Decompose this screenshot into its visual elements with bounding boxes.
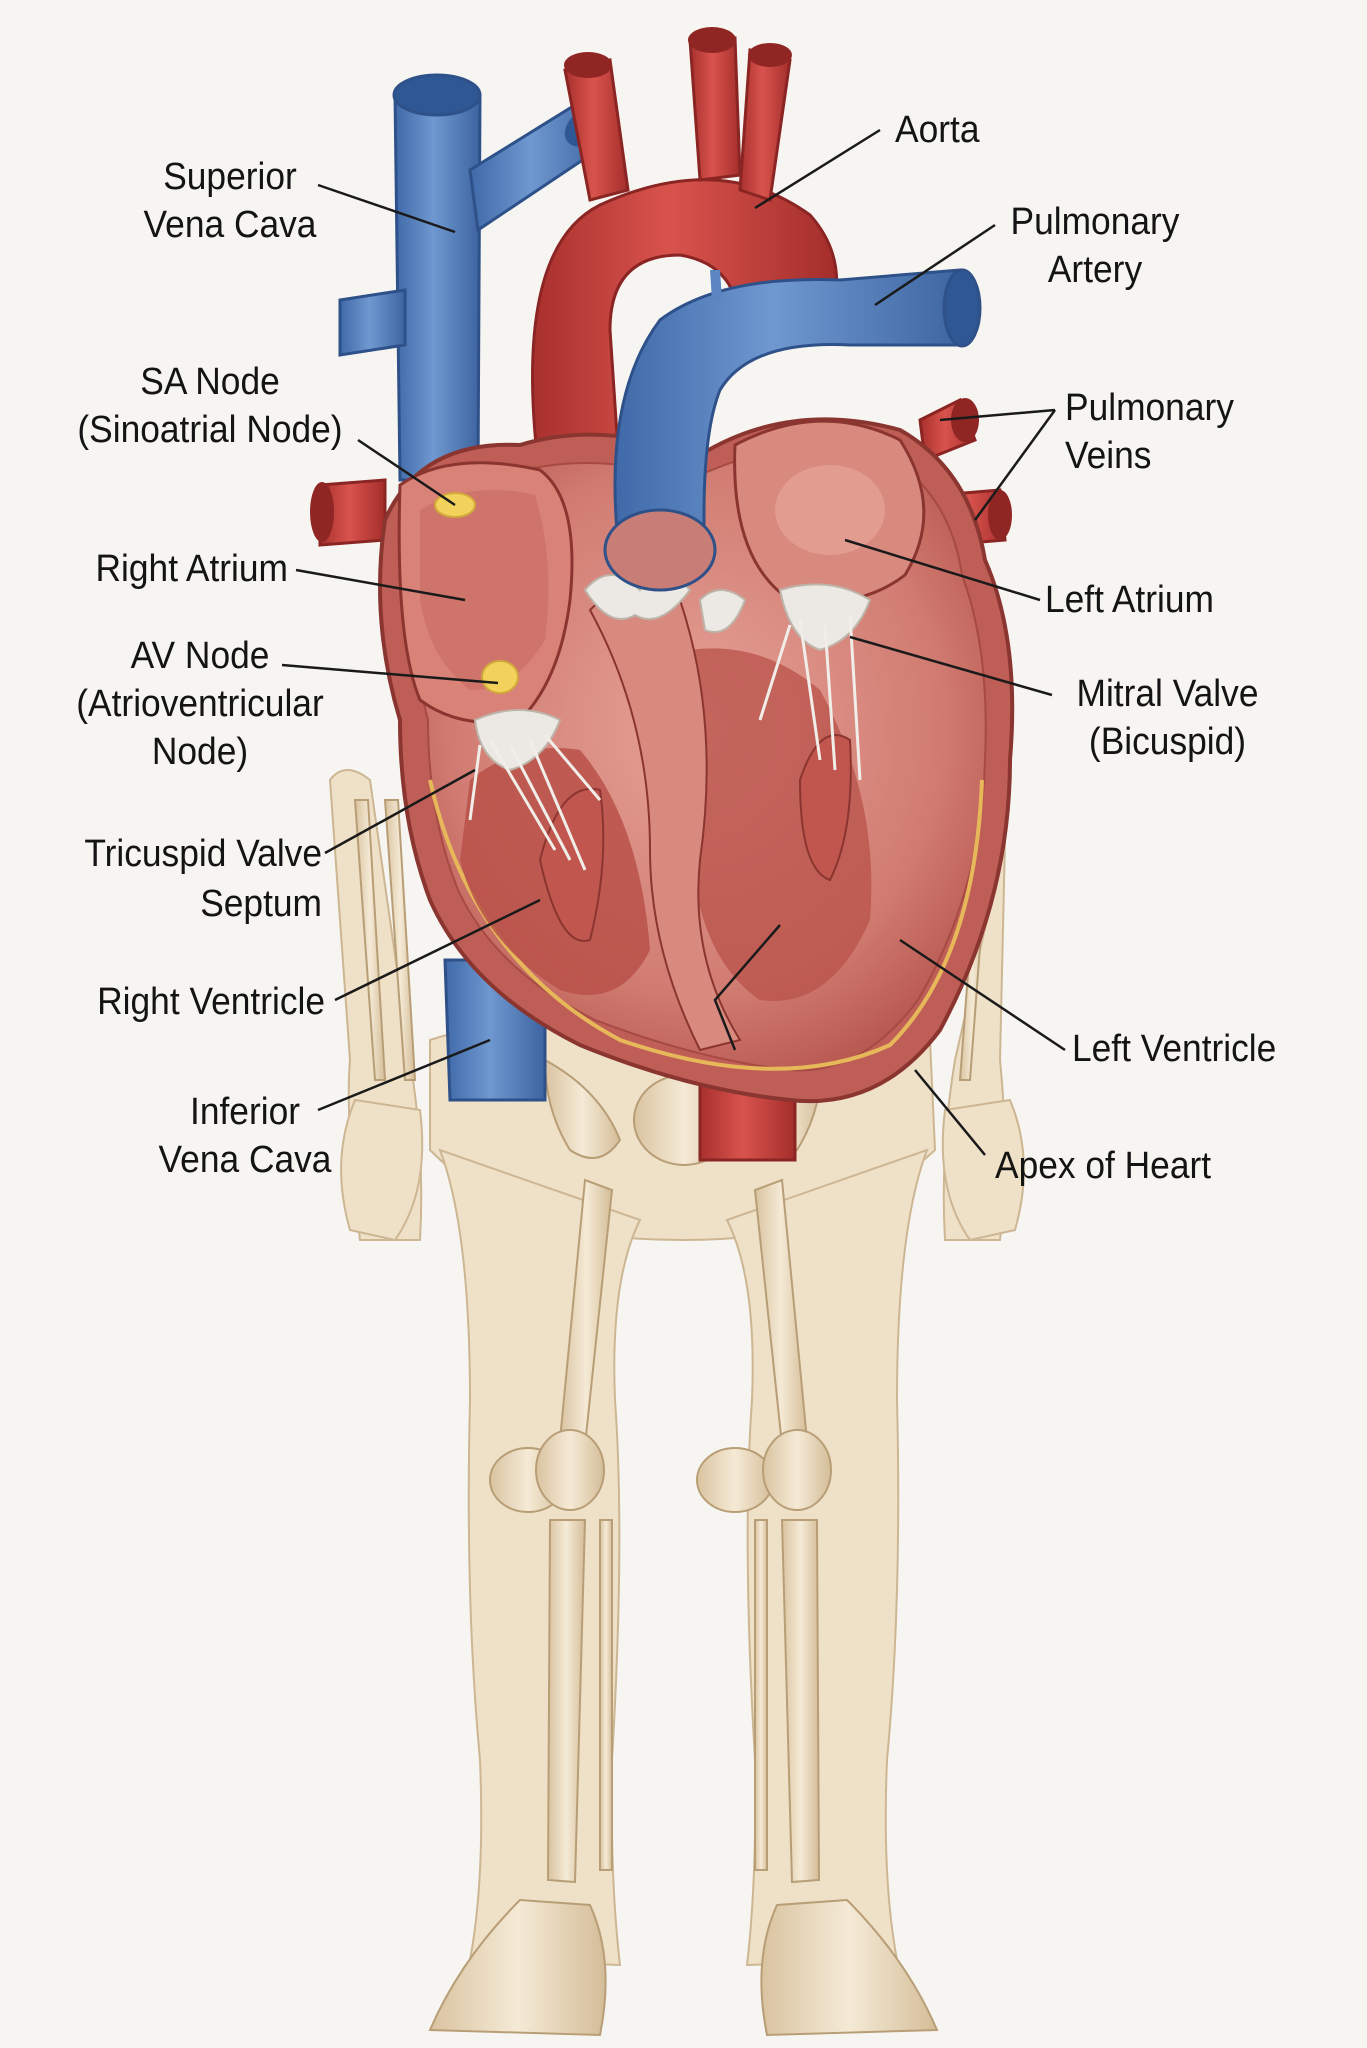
leader-sa-node (357, 438, 456, 507)
leader-lines (281, 128, 1066, 1156)
label-tricuspid-valve: Tricuspid Valve (84, 833, 323, 875)
heart (378, 417, 1015, 1104)
aorta-vessel (531, 27, 839, 1162)
label-left-ventricle: Left Ventricle (1072, 1028, 1277, 1070)
leader-left-ventricle (899, 938, 1066, 1052)
label-right-atrium: Right Atrium (95, 548, 288, 590)
leader-tricuspid-septum (324, 768, 476, 855)
leader-mitral-valve (849, 635, 1053, 697)
leader-right-ventricle (334, 898, 541, 1002)
label-aorta: Aorta (895, 109, 980, 151)
leader-inferior-vena-cava (317, 1038, 491, 1112)
label-left-atrium: Left Atrium (1045, 579, 1214, 621)
leader-right-atrium (295, 568, 466, 602)
label-inferior-vena-cava: Inferior Vena Cava (158, 1091, 332, 1181)
label-mitral-valve: Mitral Valve (Bicuspid) (1076, 673, 1259, 763)
leader-av-node (281, 663, 499, 685)
label-av-node: AV Node (Atrioventricular Node) (76, 635, 324, 773)
leader-aorta (754, 128, 881, 210)
label-pulmonary-artery: Pulmonary Artery (1010, 201, 1180, 291)
leader-pulmonary-veins-upper (939, 408, 1056, 422)
leader-pulmonary-artery (874, 223, 996, 307)
pulmonary-artery-vessel (603, 268, 982, 592)
label-septum: Septum (200, 883, 322, 925)
skeleton (353, 799, 987, 2037)
label-apex-of-heart: Apex of Heart (995, 1145, 1212, 1187)
leader-septum (713, 924, 781, 1051)
label-right-ventricle: Right Ventricle (97, 981, 325, 1023)
label-sa-node: SA Node (Sinoatrial Node) (77, 361, 343, 451)
leader-superior-vena-cava (317, 183, 456, 234)
leader-apex-of-heart (914, 1069, 986, 1156)
av-node (481, 660, 519, 694)
label-pulmonary-veins: Pulmonary Veins (1065, 387, 1234, 477)
label-superior-vena-cava: Superior Vena Cava (143, 156, 317, 246)
leader-left-atrium (844, 538, 1041, 602)
leader-pulmonary-veins-lower (973, 409, 1057, 521)
